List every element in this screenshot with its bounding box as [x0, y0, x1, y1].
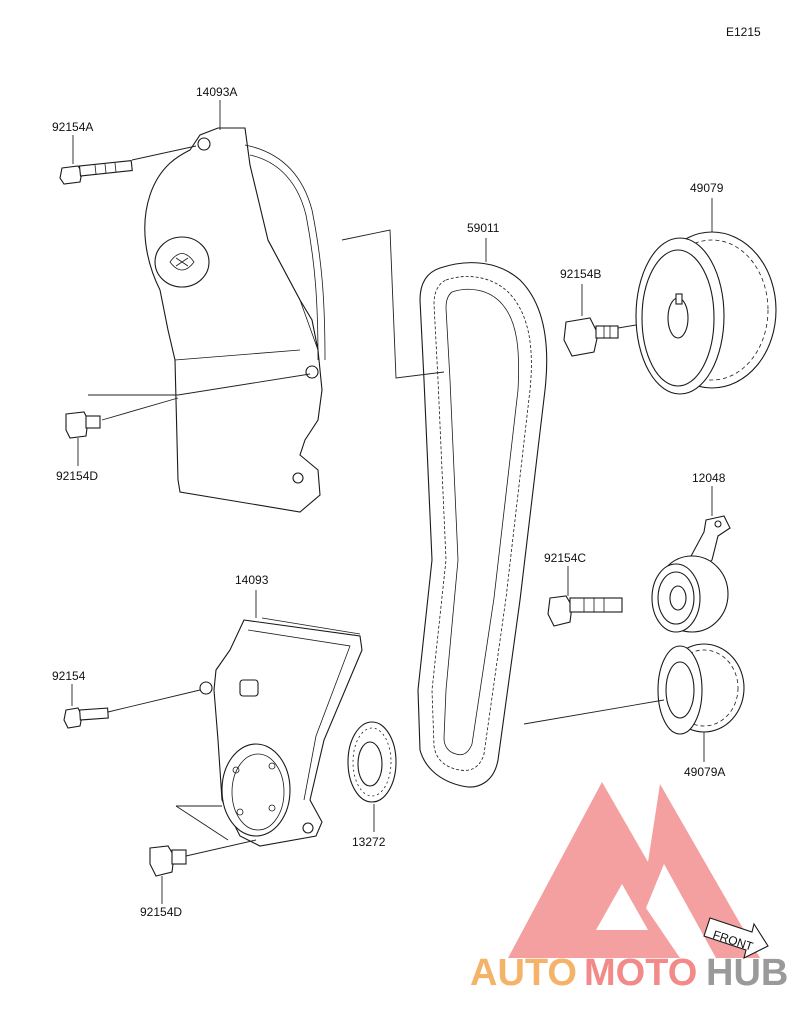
- bolt-92154D-upper: [65, 411, 101, 439]
- label-49079A: 49079A: [684, 765, 725, 779]
- bolt-92154C: [547, 595, 623, 627]
- label-92154D-lower: 92154D: [140, 905, 182, 919]
- label-12048: 12048: [692, 471, 726, 485]
- bolt-92154B: [563, 317, 619, 357]
- label-59011: 59011: [467, 221, 500, 235]
- crank-sprocket: [657, 643, 745, 735]
- label-92154C: 92154C: [544, 551, 586, 565]
- leader-line: [341, 229, 445, 379]
- leader-line: [88, 373, 311, 396]
- leader-line: [175, 805, 229, 841]
- label-14093: 14093: [235, 573, 269, 587]
- bolt-92154: [63, 707, 109, 729]
- watermark-logo-mark: [508, 782, 760, 958]
- watermark-text-auto: AUTO: [470, 952, 577, 994]
- tensioner-pulley: [651, 515, 731, 633]
- leader-line: [185, 839, 257, 857]
- upper-timing-cover: [144, 127, 326, 513]
- watermark-text-hub: HUB: [706, 952, 788, 994]
- diagram-code: E1215: [726, 25, 761, 39]
- lower-timing-cover: [199, 617, 363, 847]
- label-49079: 49079: [690, 181, 724, 195]
- leader-line: [131, 145, 197, 161]
- bolt-92154A: [59, 159, 133, 185]
- leader-line: [523, 699, 665, 725]
- plate-13272: [347, 721, 397, 803]
- leader-line: [101, 397, 179, 421]
- label-92154A: 92154A: [52, 120, 93, 134]
- watermark-text-moto: MOTO: [584, 952, 697, 994]
- bolt-92154D-lower: [149, 845, 187, 877]
- label-92154: 92154: [52, 669, 86, 683]
- label-92154B: 92154B: [560, 267, 601, 281]
- watermark-logo: [508, 782, 760, 958]
- timing-belt: [417, 262, 548, 788]
- label-14093A: 14093A: [196, 85, 237, 99]
- label-92154D-upper: 92154D: [56, 469, 98, 483]
- leader-line: [107, 689, 201, 713]
- cam-sprocket: [635, 231, 777, 395]
- label-13272: 13272: [352, 835, 386, 849]
